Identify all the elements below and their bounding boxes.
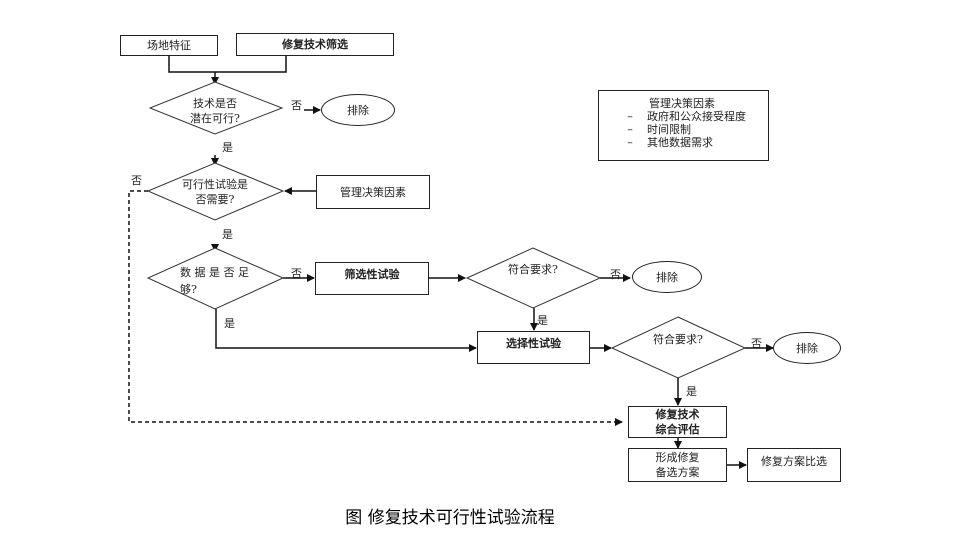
- decision1-line1: 技术是否: [193, 97, 237, 110]
- screening-test-box: 筛选性试验: [315, 262, 429, 295]
- decision3-line1: 数 据 是 否 足: [180, 266, 249, 279]
- selective-test-box: 选择性试验: [477, 331, 590, 364]
- eval-line1: 修复技术: [655, 408, 700, 421]
- note-item-text: 其他数据需求: [647, 136, 713, 149]
- note-item: – 其他数据需求: [599, 136, 768, 149]
- decision4-no-label: 否: [610, 268, 621, 281]
- connector-decision2-no-dashed: [128, 190, 623, 426]
- exclude-ellipse-2: 排除: [632, 261, 702, 293]
- note-item: – 时间限制: [599, 123, 768, 136]
- site-characteristics-box: 场地特征: [120, 35, 218, 56]
- compare-alternatives-box: 修复方案比选: [747, 448, 841, 482]
- note-bullet: –: [627, 110, 633, 123]
- decision4-diamond: [465, 247, 602, 309]
- decision2-diamond: [146, 162, 285, 221]
- connector-decision3-yes: [215, 309, 477, 352]
- eval-line2: 综合评估: [655, 423, 700, 436]
- decision3-no-label: 否: [291, 267, 302, 280]
- decision4-yes-label: 是: [537, 314, 548, 327]
- exclude-ellipse-3: 排除: [773, 332, 841, 364]
- tech-screening-box: 修复技术筛选: [236, 33, 394, 56]
- mgmt-decision-box: 管理决策因素: [316, 175, 430, 209]
- note-item-text: 政府和公众接受程度: [647, 110, 746, 123]
- note-bullet: –: [627, 136, 633, 149]
- form-alternatives-box: 形成修复 备选方案: [628, 448, 727, 482]
- decision3-diamond: [146, 247, 285, 310]
- figure-caption: 图 修复技术可行性试验流程: [345, 508, 555, 528]
- decision4-text: 符合要求?: [508, 263, 558, 276]
- note-bullet: –: [627, 123, 633, 136]
- decision5-no-label: 否: [751, 337, 762, 350]
- form-line2: 备选方案: [655, 466, 700, 479]
- decision1-no-label: 否: [291, 99, 302, 112]
- note-item: – 政府和公众接受程度: [599, 110, 768, 123]
- form-line1: 形成修复: [655, 451, 700, 464]
- note-title: 管理决策因素: [649, 97, 715, 110]
- decision5-diamond: [610, 316, 747, 379]
- mgmt-factors-note: 管理决策因素 – 政府和公众接受程度 – 时间限制 – 其他数据需求: [598, 90, 769, 161]
- decision2-yes-label: 是: [222, 228, 233, 241]
- decision2-line2: 否需要?: [195, 193, 235, 206]
- connector-site-to-merge: [168, 56, 287, 73]
- decision1-yes-label: 是: [222, 141, 233, 154]
- decision1-text: 技术是否 潜在可行?: [165, 96, 265, 126]
- decision1-line2: 潜在可行?: [190, 112, 240, 125]
- decision3-line2: 够?: [180, 283, 197, 296]
- decision3-yes-label: 是: [224, 317, 235, 330]
- note-item-text: 时间限制: [647, 123, 691, 136]
- decision2-line1: 可行性试验是: [182, 178, 248, 191]
- decision5-text: 符合要求?: [653, 333, 703, 346]
- decision3-text: 数 据 是 否 足 够?: [180, 264, 249, 298]
- decision5-yes-label: 是: [686, 385, 697, 398]
- comprehensive-eval-box: 修复技术 综合评估: [628, 406, 727, 438]
- exclude-ellipse-1: 排除: [321, 94, 395, 126]
- decision2-text: 可行性试验是 否需要?: [165, 177, 265, 207]
- decision2-no-label: 否: [131, 174, 142, 187]
- decision1-diamond: [148, 81, 284, 135]
